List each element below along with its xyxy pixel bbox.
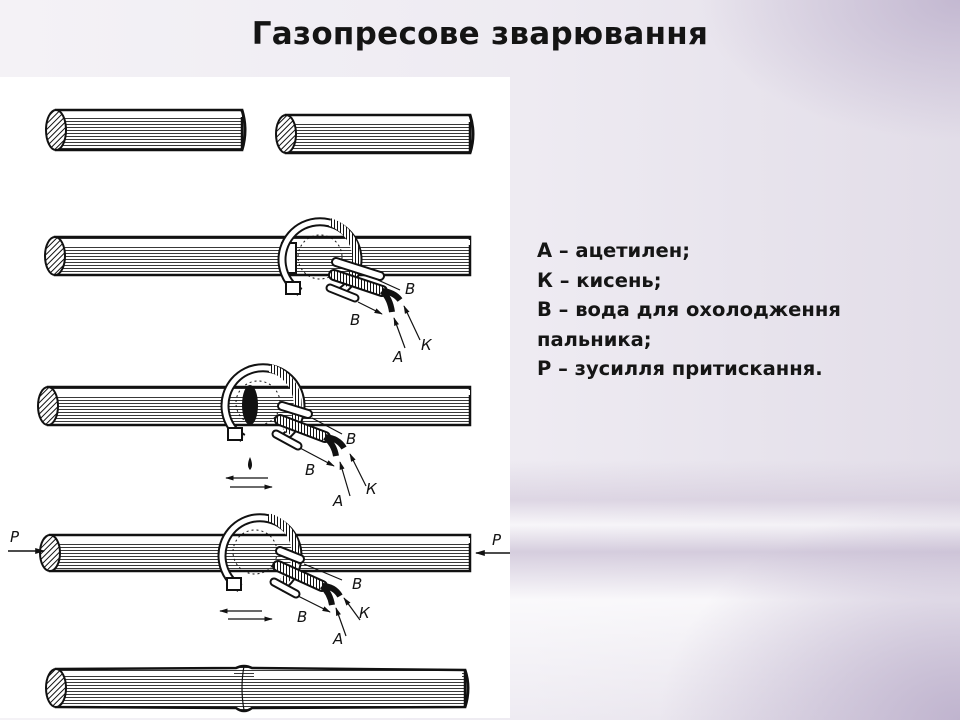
label-b-water-in: В — [297, 608, 307, 626]
label-a-acetylene: А — [332, 492, 343, 510]
rod-left — [45, 108, 247, 152]
label-p-force-right: Р — [492, 531, 502, 549]
stage-2-torch-placed: В В А К — [44, 217, 472, 366]
stage-4-pressing: Р Р В В А К — [8, 513, 510, 648]
label-b-water-in: В — [305, 461, 315, 479]
label-a-acetylene: А — [392, 348, 403, 366]
label-k-oxygen: К — [366, 480, 378, 498]
label-b-water-out: В — [346, 430, 356, 448]
stage-3-heating: В В А К — [37, 363, 472, 510]
label-b-water-out: В — [352, 575, 362, 593]
legend: А – ацетилен; К – кисень; В – вода для о… — [537, 236, 937, 384]
drop-icon — [248, 457, 252, 470]
torch-hoses — [325, 257, 403, 313]
label-p-force-left: Р — [10, 528, 20, 546]
rod-right — [275, 113, 475, 155]
label-k-oxygen: К — [359, 604, 371, 622]
slide-title: Газопресове зварювання — [251, 16, 709, 52]
label-b-water-in: В — [350, 311, 360, 329]
legend-item-acetylene: А – ацетилен; — [537, 239, 691, 262]
stage-5-welded-rod — [45, 664, 470, 713]
legend-item-water-cont: пальника; — [537, 327, 652, 351]
welding-diagram-drawing: В В А К — [8, 108, 510, 713]
legend-item-water: В – вода для охолодження — [537, 298, 841, 321]
legend-item-force: Р – зусилля притискання. — [537, 357, 823, 380]
label-a-acetylene: А — [332, 630, 343, 648]
torch-hoses — [269, 546, 343, 606]
torch-hoses — [271, 401, 347, 457]
welding-diagram: В В А К — [0, 77, 510, 718]
legend-item-oxygen: К – кисень; — [537, 268, 662, 292]
label-b-water-out: В — [405, 280, 415, 298]
stage-1-separate-rods — [45, 108, 475, 155]
label-k-oxygen: К — [421, 336, 433, 354]
